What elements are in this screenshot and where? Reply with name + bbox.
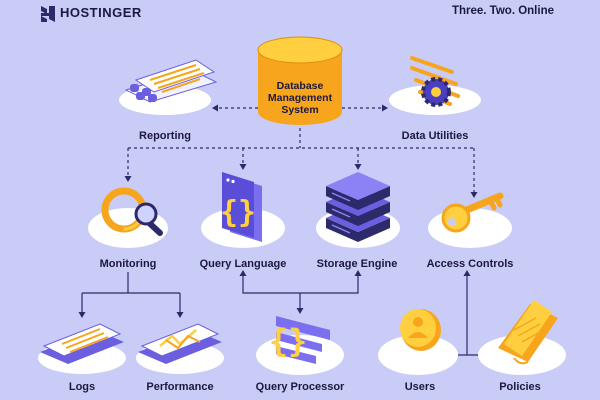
logs-document-icon (40, 323, 124, 364)
node-query-language-label: Query Language (199, 258, 287, 270)
tagline: Three. Two. Online (451, 5, 554, 17)
data-utilities-gear-icon (410, 56, 460, 107)
connector-processor-links (242, 272, 359, 310)
node-policies-label: Policies (499, 381, 541, 393)
arrow-query-language (239, 164, 247, 170)
arrow-storage-engine (354, 164, 362, 170)
policies-document-icon (498, 300, 558, 365)
reporting-document-icon (124, 59, 218, 103)
arrow-query-processor (296, 308, 304, 314)
query-language-brackets-icon: {} (220, 172, 262, 242)
arrow-up-query-language (239, 270, 247, 276)
node-users-label: Users (404, 381, 436, 393)
storage-engine-server-icon (326, 172, 390, 242)
node-monitoring-label: Monitoring (99, 258, 157, 270)
node-logs-label: Logs (68, 381, 96, 393)
arrow-monitoring (124, 176, 132, 182)
node-data-utilities-label: Data Utilities (401, 130, 469, 142)
arrow-up-storage-engine (354, 270, 362, 276)
dbms-label-line-3: System (281, 104, 319, 116)
brand-name: HOSTINGER (60, 4, 142, 20)
connectors (81, 107, 482, 356)
platform-users (378, 335, 458, 375)
node-storage-engine-label: Storage Engine (316, 258, 398, 270)
users-coin-icon (400, 309, 441, 351)
node-reporting-label: Reporting (139, 130, 191, 142)
access-controls-key-icon (441, 192, 504, 233)
svg-text:{}: {} (269, 322, 308, 360)
logo-spacer (40, 4, 54, 20)
connector-dbms-branch (128, 128, 474, 149)
monitoring-magnifier-icon (101, 187, 163, 236)
query-processor-brackets-icon: {} (269, 316, 330, 364)
brand: HOSTINGER (40, 4, 142, 20)
node-performance-label: Performance (146, 381, 214, 393)
connector-users-policies (458, 272, 482, 356)
arrowheads (78, 104, 478, 318)
hostinger-logo-icon (41, 6, 55, 22)
node-access-controls-label: Access Controls (426, 258, 514, 270)
node-query-processor-label: Query Processor (255, 381, 345, 393)
arrow-reporting (212, 104, 218, 112)
dbms-label-line-1: Database (276, 80, 324, 92)
dbms-label-line-2: Management (267, 92, 333, 104)
dbms-cylinder-icon (257, 36, 343, 125)
svg-text:{}: {} (220, 195, 256, 230)
arrow-performance (176, 312, 184, 318)
arrow-up-access-controls (463, 270, 471, 276)
arrow-logs (78, 312, 86, 318)
arrow-access-controls (470, 192, 478, 198)
performance-chart-icon (138, 323, 222, 364)
arrow-data-utilities (382, 104, 388, 112)
connector-monitoring-children (81, 272, 181, 314)
dbms-label: Database Management System (258, 80, 342, 116)
platform-access-controls (428, 208, 512, 248)
